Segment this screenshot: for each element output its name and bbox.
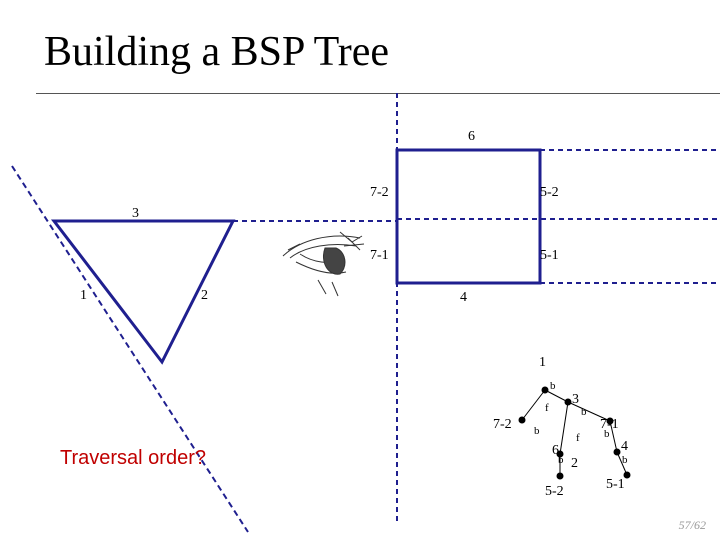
tree-label-7-2: 7-2: [493, 417, 512, 432]
branch-label-b: b: [534, 425, 540, 437]
tree-label-1: 1: [539, 355, 546, 370]
tree-node-5-2: [556, 472, 564, 480]
room-rectangle: [395, 148, 542, 285]
split-line-1: [11, 165, 249, 533]
label-wall-1: 1: [80, 288, 87, 303]
tree-node-3: [564, 398, 572, 406]
tree-node-6: [556, 450, 564, 458]
viewer-eye-sketch: [282, 231, 365, 297]
tree-label-4: 4: [621, 439, 628, 454]
tree-label-3: 3: [572, 392, 579, 407]
label-wall-7-2: 7-2: [370, 185, 389, 200]
label-wall-6: 6: [468, 129, 475, 144]
branch-label-f: f: [576, 432, 580, 444]
label-wall-5-2: 5-2: [540, 185, 559, 200]
traversal-question: Traversal order?: [60, 447, 206, 469]
label-wall-7-1: 7-1: [370, 248, 389, 263]
label-wall-3: 3: [132, 206, 139, 221]
tree-label-2: 2: [571, 456, 578, 471]
branch-label-b: b: [558, 454, 564, 466]
tree-label-7-1: 7-1: [600, 417, 619, 432]
tree-node-1: [541, 386, 549, 394]
tree-label-5-2: 5-2: [545, 484, 564, 499]
branch-label-f: f: [545, 402, 549, 414]
title-divider: [36, 93, 720, 94]
bsp-tree-edges: [521, 389, 628, 476]
tree-node-7-2: [518, 416, 526, 424]
label-wall-5-1: 5-1: [540, 248, 559, 263]
branch-label-b: b: [581, 406, 587, 418]
page-number: 57/62: [678, 518, 706, 532]
label-wall-2: 2: [201, 288, 208, 303]
triangle-object: [50, 219, 236, 365]
tree-label-6: 6: [552, 443, 559, 458]
tree-label-5-1: 5-1: [606, 477, 625, 492]
label-wall-4: 4: [460, 290, 467, 305]
tree-node-5-1: [623, 471, 631, 479]
branch-label-b: b: [622, 454, 628, 466]
slide-title: Building a BSP Tree: [44, 29, 390, 75]
branch-label-b: b: [604, 428, 610, 440]
tree-node-7-1: [606, 417, 614, 425]
tree-node-4: [613, 448, 621, 456]
branch-label-b: b: [550, 380, 556, 392]
